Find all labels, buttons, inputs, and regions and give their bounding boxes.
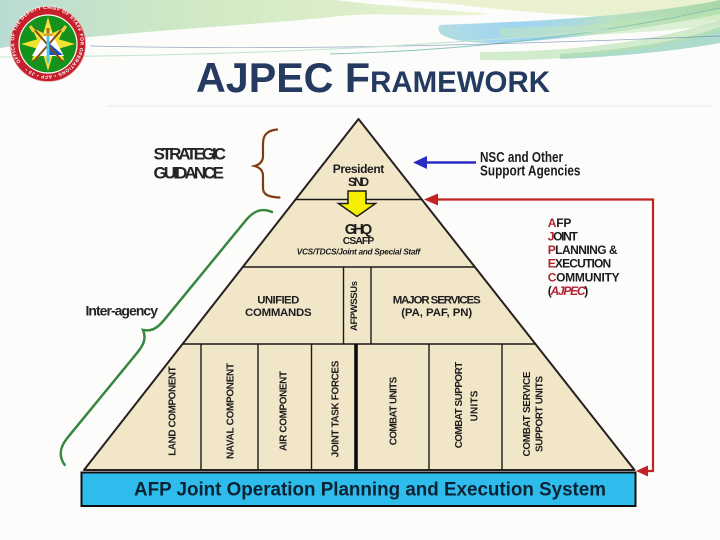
svg-text:UNIFIED: UNIFIED [257,295,299,307]
svg-text:MAJOR SERVICES: MAJOR SERVICES [393,295,481,307]
svg-text:JOINT: JOINT [548,230,579,244]
svg-text:AFPWSSUs: AFPWSSUs [349,281,360,331]
svg-text:COMBAT SERVICE: COMBAT SERVICE [522,371,533,456]
svg-text:(AJPEC): (AJPEC) [548,284,589,298]
svg-text:SND: SND [348,175,369,189]
svg-text:(PA, PAF, PN): (PA, PAF, PN) [401,307,472,319]
svg-text:JOINT TASK FORCES: JOINT TASK FORCES [331,360,342,457]
svg-text:GUIDANCE: GUIDANCE [154,163,225,182]
svg-text:COMMUNITY: COMMUNITY [548,270,620,284]
svg-text:AIR COMPONENT: AIR COMPONENT [278,371,289,451]
svg-text:COMMANDS: COMMANDS [245,307,312,319]
svg-text:LAND COMPONENT: LAND COMPONENT [168,366,179,456]
svg-text:AFP: AFP [548,216,572,230]
svg-text:VCS/TDCS/Joint and Special Sta: VCS/TDCS/Joint and Special Staff [297,247,422,257]
svg-text:Support Agencies: Support Agencies [480,163,581,179]
svg-text:Inter-agency: Inter-agency [86,303,159,319]
svg-text:STRATEGIC: STRATEGIC [154,144,227,163]
svg-text:CSAFP: CSAFP [343,236,375,247]
svg-text:NSC and Other: NSC and Other [480,150,563,166]
svg-text:COMBAT SUPPORT: COMBAT SUPPORT [454,362,465,449]
svg-text:SUPPORT UNITS: SUPPORT UNITS [535,376,546,452]
svg-text:GHQ: GHQ [345,222,373,238]
svg-text:UNITS: UNITS [470,390,481,421]
svg-text:COMBAT UNITS: COMBAT UNITS [389,376,400,445]
svg-text:AFP Joint Operation Planning a: AFP Joint Operation Planning and Executi… [134,480,606,501]
svg-text:EXECUTION: EXECUTION [548,257,612,271]
svg-text:NAVAL COMPONENT: NAVAL COMPONENT [226,363,237,459]
svg-text:PLANNING &: PLANNING & [548,243,618,257]
svg-text:President: President [333,162,385,176]
